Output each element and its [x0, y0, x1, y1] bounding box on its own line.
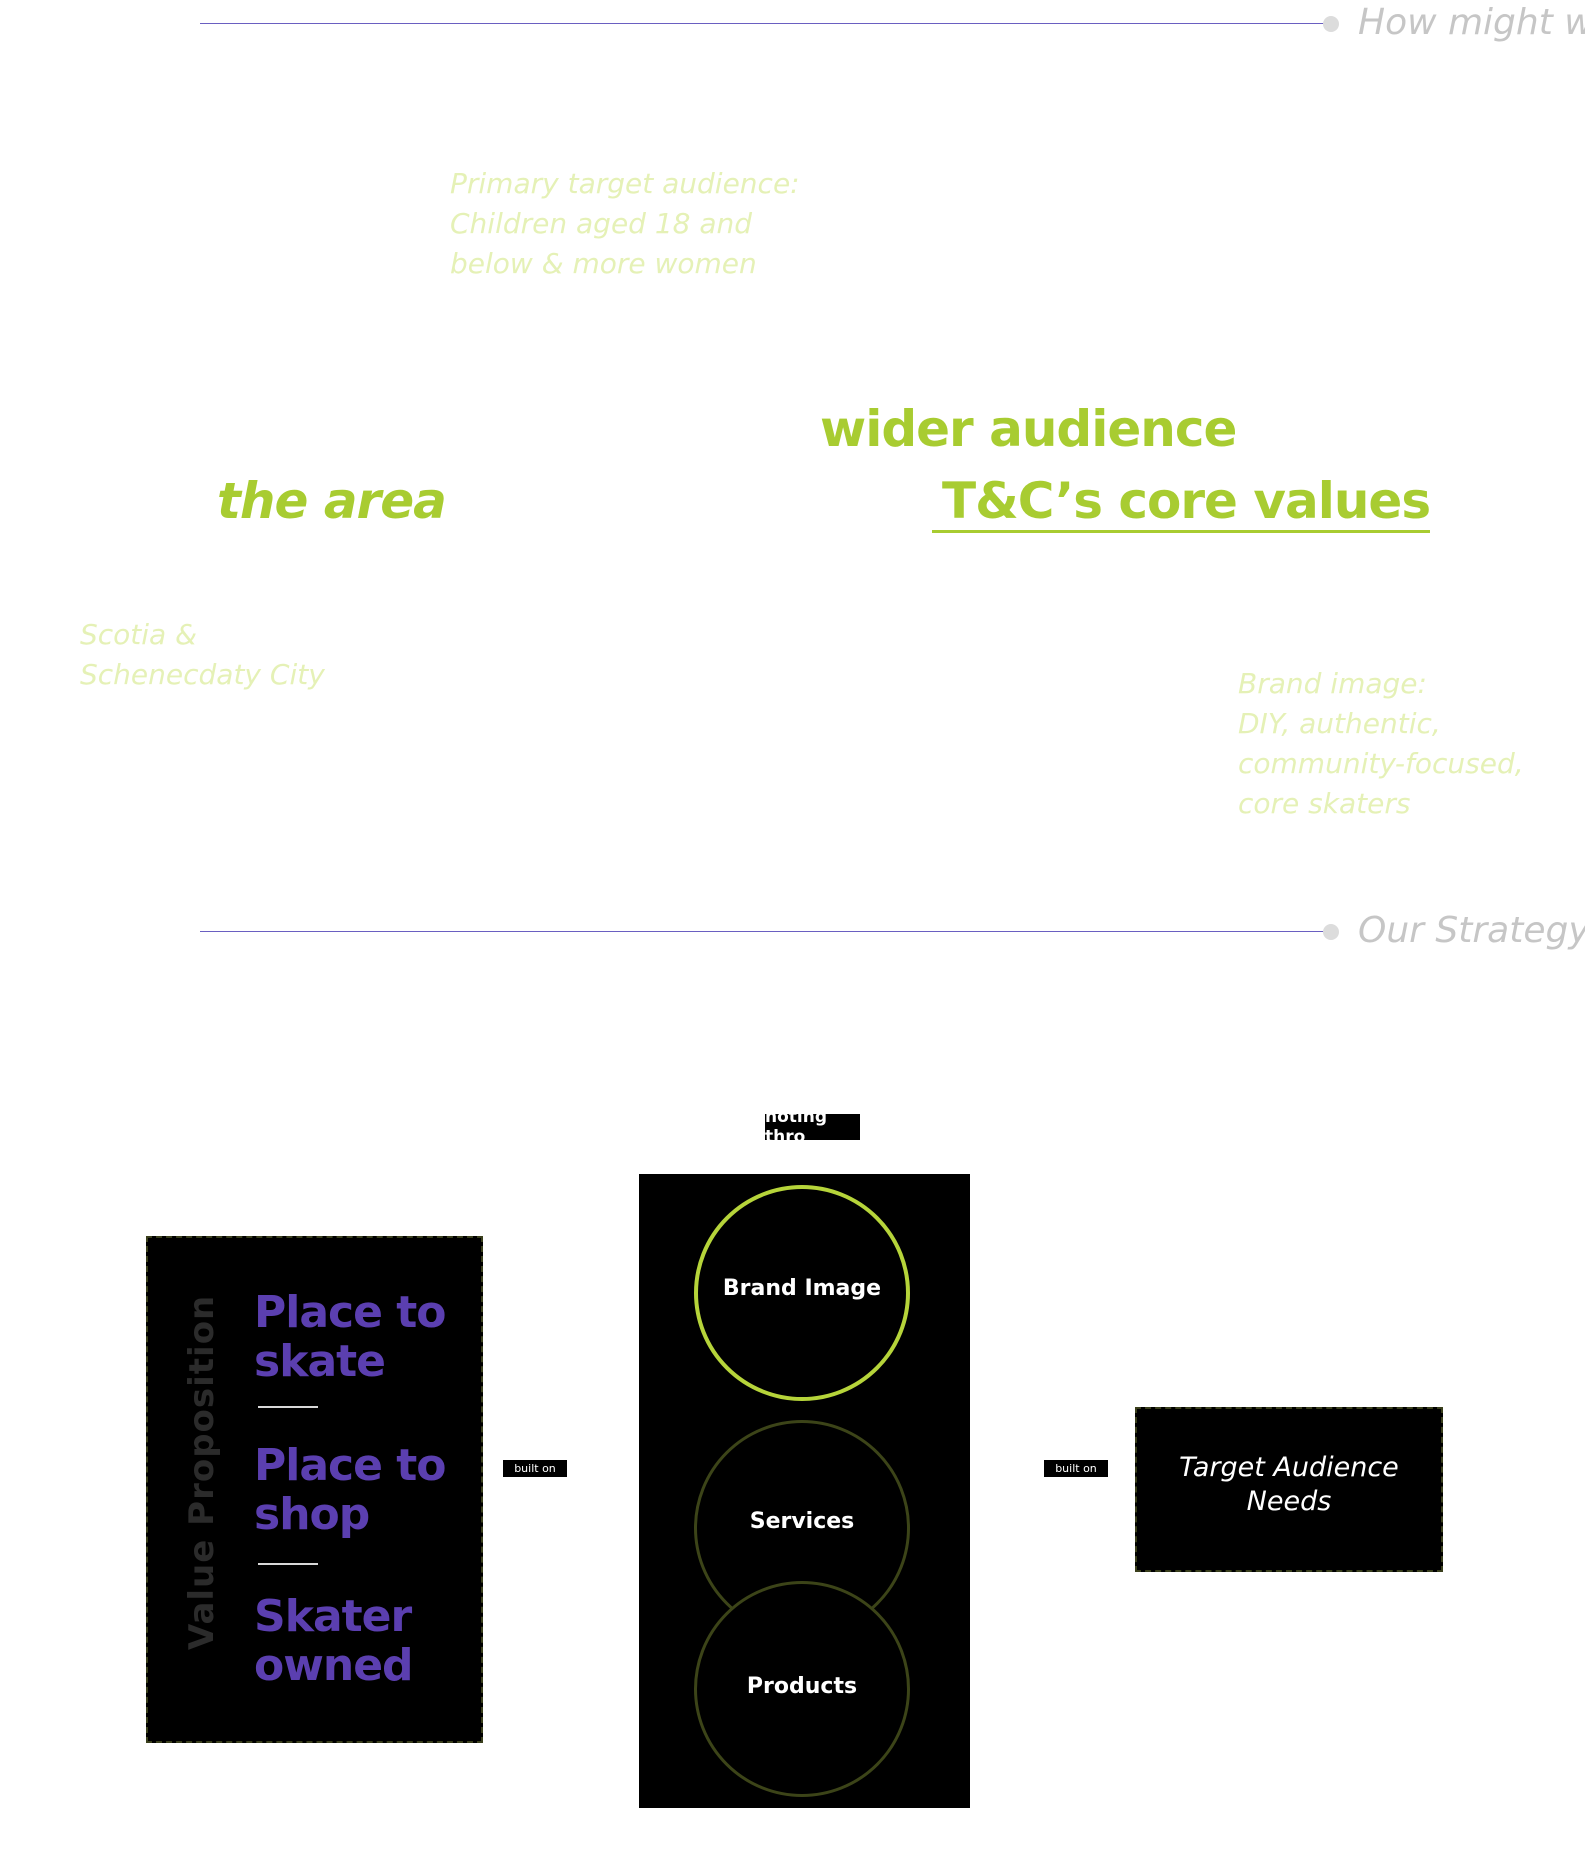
- value-item-line: Place to: [254, 1287, 447, 1338]
- circle-products: Products: [694, 1581, 910, 1797]
- note-line: Scotia &: [80, 618, 197, 651]
- note-line: Primary target audience:: [450, 167, 800, 200]
- section-rule-how: [200, 23, 1326, 24]
- note-line: core skaters: [1238, 787, 1411, 820]
- value-item-line: skate: [254, 1336, 386, 1387]
- note-line: below & more women: [450, 247, 757, 280]
- built-on-label-right: built on: [1044, 1460, 1108, 1477]
- value-item-line: shop: [254, 1489, 370, 1540]
- note-line: DIY, authentic,: [1238, 707, 1441, 740]
- value-item-line: owned: [254, 1640, 414, 1691]
- target-audience-needs-panel: Target Audience Needs: [1135, 1407, 1443, 1572]
- section-rule-dot-strategy: [1323, 924, 1339, 940]
- section-rule-strategy: [200, 931, 1326, 932]
- value-item-skater-owned: Skater owned: [254, 1591, 414, 1691]
- section-rule-dot-how: [1323, 16, 1339, 32]
- value-divider: [258, 1406, 318, 1408]
- note-line: Children aged 18 and: [450, 207, 753, 240]
- value-item-line: Skater: [254, 1591, 412, 1642]
- pillars-panel: Services Products Brand Image: [639, 1174, 970, 1808]
- section-label-how-might-we: How might we: [1358, 2, 1585, 43]
- note-area: Scotia & Schenecdaty City: [80, 615, 325, 695]
- value-item-line: Place to: [254, 1440, 447, 1491]
- note-brand-image: Brand image: DIY, authentic, community-f…: [1238, 664, 1524, 824]
- highlight-core-values: T&C’s core values: [932, 472, 1431, 533]
- note-line: Brand image:: [1238, 667, 1427, 700]
- built-on-label-left: built on: [503, 1460, 567, 1477]
- value-divider: [258, 1563, 318, 1565]
- target-audience-needs-text: Target Audience Needs: [1137, 1451, 1441, 1519]
- note-primary-target-audience: Primary target audience: Children aged 1…: [450, 164, 800, 284]
- target-line: Needs: [1246, 1486, 1332, 1517]
- value-item-place-to-skate: Place to skate: [254, 1287, 447, 1387]
- highlight-wider-audience: wider audience: [820, 400, 1237, 458]
- circle-label: Services: [749, 1508, 855, 1534]
- promoting-through-label: noting thro: [765, 1107, 860, 1147]
- value-proposition-panel: Value Proposition Place to skate Place t…: [146, 1236, 483, 1743]
- circle-label: Brand Image: [722, 1275, 882, 1301]
- section-label-our-strategy: Our Strategy: [1358, 910, 1585, 951]
- value-proposition-title: Value Proposition: [182, 1294, 222, 1650]
- value-item-place-to-shop: Place to shop: [254, 1440, 447, 1540]
- target-line: Target Audience: [1179, 1452, 1399, 1483]
- circle-label: Products: [746, 1673, 858, 1699]
- note-line: Schenecdaty City: [80, 658, 325, 691]
- note-line: community-focused,: [1238, 747, 1524, 780]
- highlight-the-area: the area: [217, 472, 447, 530]
- circle-brand-image: Brand Image: [694, 1185, 910, 1401]
